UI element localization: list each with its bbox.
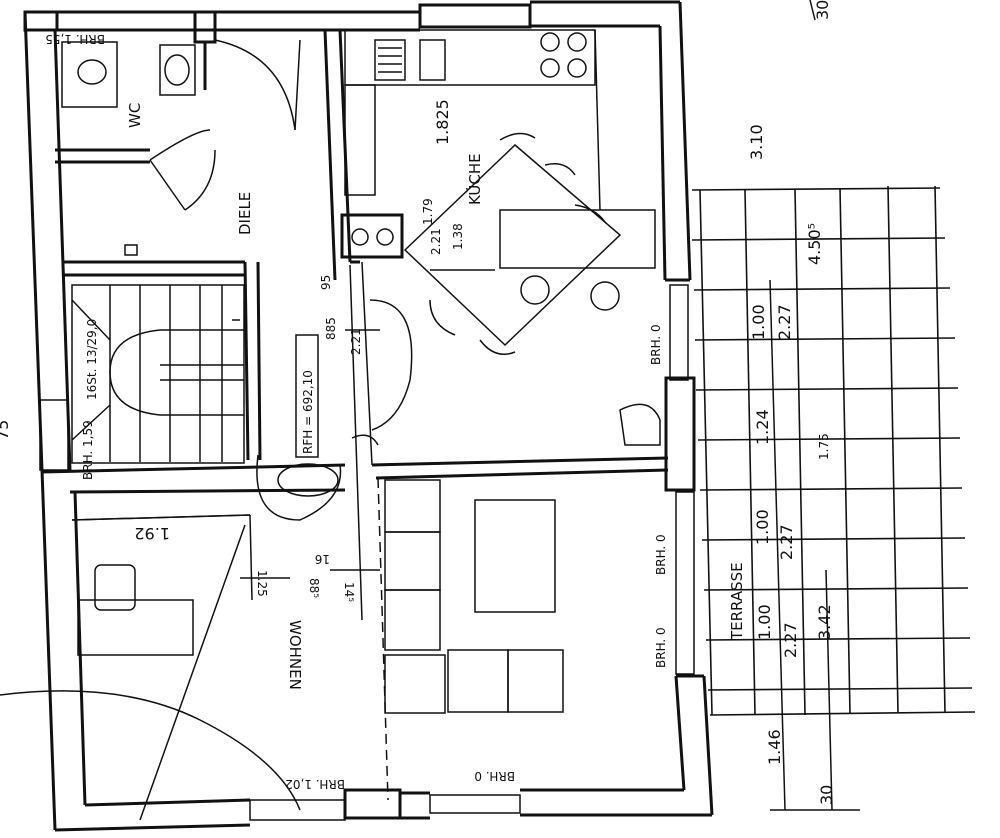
- sill-living-right-lower: BRH. 0: [654, 627, 668, 668]
- dim-175: 1.75: [817, 433, 831, 460]
- dim-4505: 4.50⁵: [805, 223, 824, 265]
- dimension-lines: [0, 264, 495, 821]
- dim-310: 3.10: [747, 124, 766, 160]
- sill-living-bottom: BRH. 0: [474, 769, 515, 783]
- reference-height-label: RFH = 692,10: [301, 370, 315, 454]
- dim-138: 1.38: [451, 223, 465, 250]
- interior-walls: [55, 10, 669, 801]
- wc-fixtures: [61, 41, 216, 211]
- dim-30-top: 30: [813, 0, 832, 20]
- dim-885: 885: [324, 317, 338, 340]
- room-label-diele: DIELE: [236, 192, 254, 235]
- sill-kitchen-right: BRH. 0: [649, 324, 663, 365]
- outer-walls: [23, 0, 714, 832]
- sill-stair-window: BRH. 1,59: [81, 420, 95, 480]
- dim-227-a: 2.27: [775, 304, 794, 340]
- dim-342: 3.42: [815, 604, 834, 640]
- dim-146: 1.46: [765, 729, 784, 765]
- room-label-wohnen: WOHNEN: [286, 620, 304, 690]
- dim-100-a: 1.00: [749, 304, 768, 340]
- kitchen: [340, 29, 661, 446]
- diele-door: [124, 39, 301, 256]
- room-label-terrasse: TERRASSE: [728, 562, 746, 641]
- sill-living-bottom-left: BRH. 1,02: [285, 777, 345, 791]
- dim-1825: 1.825: [433, 99, 452, 145]
- dim-124: 1.24: [753, 409, 772, 445]
- dim-192: 1.92: [134, 524, 170, 543]
- terrace-grid: [691, 0, 976, 811]
- dim-125: 1.25: [255, 570, 269, 597]
- dim-16: 16: [315, 552, 330, 566]
- dim-100-c: 1.00: [755, 604, 774, 640]
- dim-179: 1.79: [421, 198, 435, 225]
- stair-steps-label: 16St. 13/29,0: [85, 319, 99, 400]
- dim-227-c: 2.27: [781, 622, 800, 658]
- sill-wc: BRH. 1,55: [45, 32, 105, 46]
- dim-221-kitchen: 2.21: [429, 228, 443, 255]
- center-doors: [256, 299, 413, 521]
- dim-75-left: 75: [0, 420, 12, 440]
- dim-221-door: 2.21: [349, 328, 363, 355]
- living-furniture: [71, 479, 564, 714]
- dim-30-bottom: 30: [817, 785, 836, 805]
- dim-100-b: 1.00: [753, 509, 772, 545]
- dim-95: 95: [319, 275, 333, 290]
- room-label-kueche: KÜCHE: [465, 153, 484, 205]
- staircase: [71, 284, 245, 464]
- room-label-wc: WC: [126, 103, 144, 128]
- dim-88: 88⁵: [307, 578, 321, 598]
- dim-14: 14⁵: [342, 582, 356, 602]
- dim-227-b: 2.27: [777, 524, 796, 560]
- reference-height-box: RFH = 692,10: [295, 334, 319, 458]
- sill-living-right-upper: BRH. 0: [654, 534, 668, 575]
